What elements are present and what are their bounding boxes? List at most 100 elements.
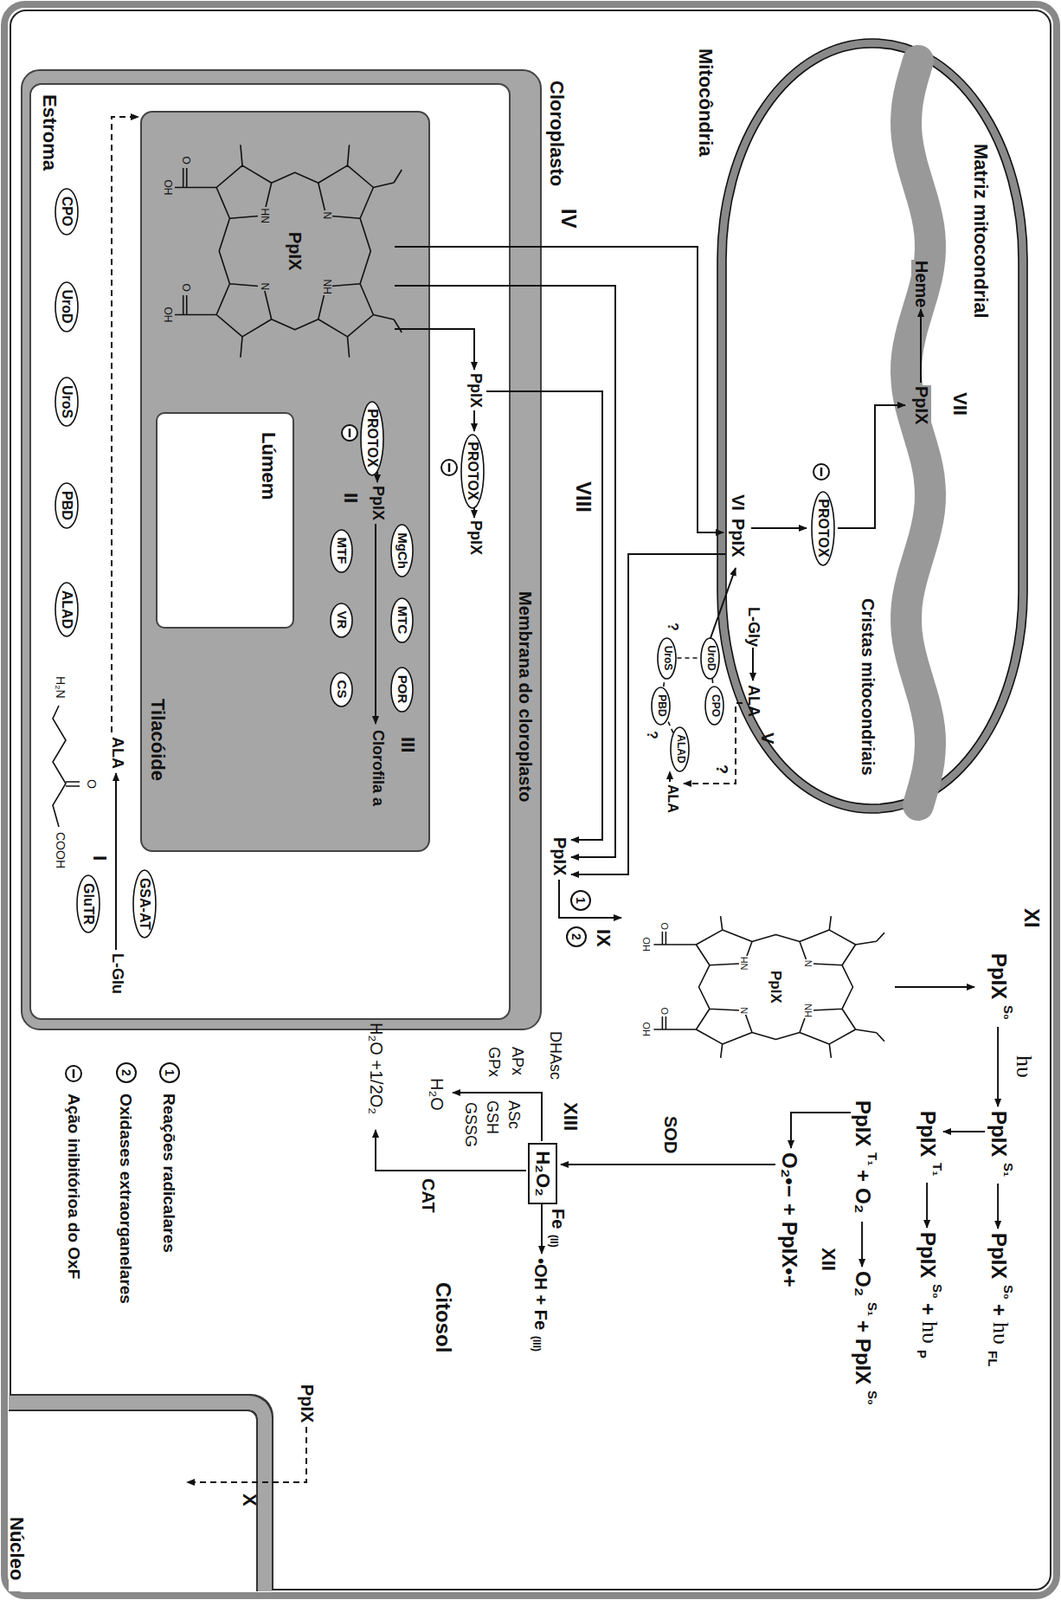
label: ALA xyxy=(744,683,763,718)
label: PpIX xyxy=(986,951,1011,1000)
node-text: GluTR xyxy=(80,882,97,925)
arrow-line xyxy=(751,527,807,529)
label: APx xyxy=(507,1045,527,1076)
label: PpIX xyxy=(915,1109,940,1158)
label: L-Gly xyxy=(744,605,763,648)
enzyme-ellipse: PROTOX xyxy=(810,490,836,566)
label: O xyxy=(179,154,192,165)
compartment-box: CloroplastoMembrana do cloroplastoEstrom… xyxy=(20,69,542,1030)
label: ? xyxy=(664,621,681,632)
enzyme-ellipse: PROTOX xyxy=(360,400,385,476)
label: ALA xyxy=(664,783,681,814)
label: + xyxy=(777,1202,802,1216)
enzyme-ellipse-shape xyxy=(392,667,414,712)
label: CAT xyxy=(417,1176,438,1214)
node-text: Matriz mitocondrial xyxy=(970,142,992,320)
arrow-line xyxy=(710,567,736,638)
crista-shape xyxy=(879,34,958,831)
node-text: PBD xyxy=(655,694,667,716)
number-circle xyxy=(571,890,591,910)
label: SOD xyxy=(660,1114,681,1154)
enzyme-ellipse-shape xyxy=(658,637,677,679)
enzyme-ellipse-shape xyxy=(671,726,690,772)
label: PpIX xyxy=(466,372,485,409)
label: H₂N xyxy=(53,675,68,700)
enzyme-ellipse-shape xyxy=(55,377,78,426)
label: + xyxy=(850,1168,875,1183)
enzyme-ellipse: ALAD xyxy=(54,581,79,637)
node-text: PROTOX xyxy=(364,408,380,467)
enzyme-ellipse-shape xyxy=(811,491,835,566)
label: COOH xyxy=(53,830,68,869)
arrow-line xyxy=(376,469,379,483)
inhibition-bar xyxy=(72,1068,76,1078)
label: hυ xyxy=(916,1319,943,1344)
number-circle xyxy=(160,1062,180,1082)
label: N xyxy=(257,282,271,292)
ala-structure xyxy=(52,705,80,827)
label: + xyxy=(850,1318,875,1333)
enzyme-ellipse-shape xyxy=(331,529,354,573)
label: VI xyxy=(727,493,748,512)
outer-membrane xyxy=(721,43,1023,809)
label: IX xyxy=(592,927,615,948)
label: GSH xyxy=(482,1099,502,1135)
reaction-arrow xyxy=(925,1182,928,1228)
enzyme-ellipse-shape xyxy=(701,637,721,679)
enzyme-ellipse-shape xyxy=(331,603,354,637)
enzyme-ellipse: MgCh xyxy=(391,523,415,578)
label: P xyxy=(914,1348,930,1359)
label: O₂•− xyxy=(777,1151,802,1198)
node-text: Mitocôndria xyxy=(694,47,717,158)
label: 2 xyxy=(569,932,584,941)
label: + xyxy=(915,1301,940,1316)
label: X xyxy=(238,1491,261,1507)
label: PpIX xyxy=(549,835,570,876)
arrow-line xyxy=(186,1426,307,1482)
enzyme-ellipse: PBD xyxy=(54,482,79,529)
enzyme-ellipse: GluTR xyxy=(76,874,101,933)
pathway-connector xyxy=(663,678,665,688)
label: PpIX xyxy=(368,484,387,521)
node-text: PBD xyxy=(58,490,75,521)
crista-path xyxy=(906,60,931,805)
porphyrin-structure xyxy=(174,144,402,358)
enzyme-ellipse: ALAD xyxy=(670,726,691,772)
pathway-connector xyxy=(677,656,701,659)
label: H₂O +1/2O₂ xyxy=(366,1021,386,1115)
enzyme-ellipse-shape xyxy=(133,869,156,938)
label: PpIX xyxy=(850,1337,875,1385)
node-text: PROTOX xyxy=(815,498,831,557)
label: IV xyxy=(556,207,581,230)
label: + xyxy=(986,1302,1011,1317)
legend-text: Oxidases extraorganelares xyxy=(115,1092,136,1305)
enzyme-ellipse-shape xyxy=(55,582,78,637)
pathway-connector xyxy=(668,720,674,733)
label: OH xyxy=(640,935,652,952)
arrow-line xyxy=(894,985,975,988)
label: (III) xyxy=(529,1334,542,1352)
node-text: H₂O₂ xyxy=(532,1150,554,1197)
enzyme-ellipse: PROTOX xyxy=(460,433,485,509)
enzyme-ellipse: MTF xyxy=(330,528,354,573)
label: FL xyxy=(985,1349,1001,1367)
label: Fe xyxy=(547,1207,568,1229)
arrow-line xyxy=(375,1129,527,1171)
nucleus-box: Núcleo xyxy=(8,1395,272,1591)
label: 2 xyxy=(119,1067,134,1077)
label: V xyxy=(757,731,778,745)
label: HN xyxy=(257,206,271,224)
label: PpIX xyxy=(911,385,932,425)
label: ? xyxy=(712,763,731,775)
label: VII xyxy=(949,391,971,417)
inhibition-bar xyxy=(448,462,451,472)
label: XII xyxy=(817,1246,840,1272)
crista-band: Cristas mitocondriais xyxy=(879,34,958,831)
arrow-line xyxy=(486,391,603,840)
label: T₁ xyxy=(865,1151,881,1166)
label: Heme xyxy=(911,259,932,309)
label: PpIX•+ xyxy=(777,1220,802,1288)
legend-text: Ação inibitórioa do OxF xyxy=(64,1092,84,1280)
enzyme-ellipse: UroD xyxy=(700,636,721,680)
inhibition-bar xyxy=(348,428,352,438)
